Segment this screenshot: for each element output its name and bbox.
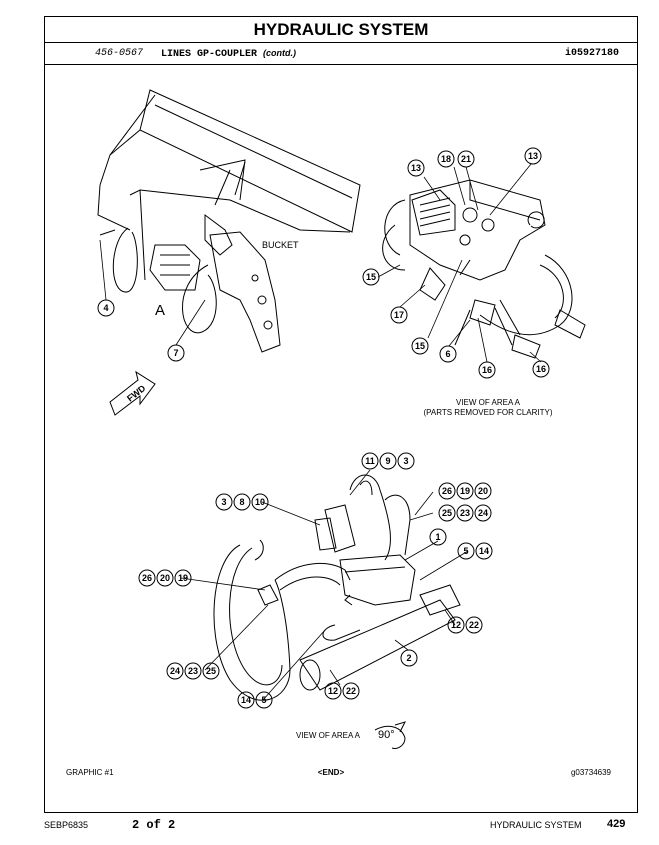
part-header: 456-0567 LINES GP-COUPLER (contd.) i0592… (45, 43, 637, 65)
callout-number: 18 (441, 154, 451, 164)
callout-number: 6 (445, 349, 450, 359)
part-name-suffix: (contd.) (263, 48, 297, 58)
part-number: 456-0567 (95, 48, 144, 59)
callout-number: 22 (469, 620, 479, 630)
callout-number: 16 (482, 365, 492, 375)
callout-number: 11 (365, 456, 375, 466)
part-name-text: LINES GP-COUPLER (161, 49, 258, 60)
callout-number: 24 (478, 508, 488, 518)
callout-number: 26 (142, 573, 152, 583)
bucket-drawing (97, 89, 361, 353)
callout-number: 15 (366, 272, 376, 282)
callout-number: 20 (478, 486, 488, 496)
end-marker: <END> (318, 768, 345, 777)
fwd-arrow (109, 370, 156, 416)
callout-number: 20 (160, 573, 170, 583)
callout-number: 21 (461, 154, 471, 164)
part-name: LINES GP-COUPLER (contd.) (161, 48, 296, 60)
callout-numbers: 4 7 13 18 21 13 15 17 15 6 16 16 11 9 3 … (103, 151, 546, 705)
callout-number: 9 (385, 456, 390, 466)
callout-number: 17 (394, 310, 404, 320)
callout-number: 19 (178, 573, 188, 583)
page-of: 2 of 2 (132, 818, 176, 832)
callout-number: 15 (415, 341, 425, 351)
callout-number: 14 (479, 546, 489, 556)
callout-number: 23 (460, 508, 470, 518)
area-label: A (155, 302, 165, 319)
callout-number: 25 (442, 508, 452, 518)
view-caption-top: VIEW OF AREA A (456, 398, 521, 407)
graphic-id: g03734639 (571, 768, 612, 777)
callout-number: 12 (328, 686, 338, 696)
page-number: 429 (607, 818, 626, 830)
callout-number: 16 (536, 364, 546, 374)
callout-number: 3 (403, 456, 408, 466)
callout-leaders (99, 163, 542, 701)
page-title: HYDRAULIC SYSTEM (45, 17, 637, 43)
callout-number: 5 (463, 546, 468, 556)
callout-number: 5 (261, 695, 266, 705)
callout-number: 13 (411, 163, 421, 173)
section-name: HYDRAULIC SYSTEM (490, 820, 582, 830)
callout-number: 7 (173, 348, 178, 358)
doc-id: SEBP6835 (44, 820, 89, 830)
illustration-id: i05927180 (564, 48, 619, 59)
callout-number: 24 (170, 666, 180, 676)
callout-number: 12 (451, 620, 461, 630)
callout-number: 4 (103, 303, 108, 313)
callout-number: 10 (255, 497, 265, 507)
bucket-label: BUCKET (262, 240, 299, 250)
rotation-label: 90° (378, 729, 395, 741)
view-caption-top-note: (PARTS REMOVED FOR CLARITY) (423, 408, 552, 417)
callout-number: 8 (239, 497, 244, 507)
fwd-label: FWD (125, 383, 148, 404)
callout-number: 23 (188, 666, 198, 676)
page-frame: HYDRAULIC SYSTEM 456-0567 LINES GP-COUPL… (44, 16, 638, 813)
callout-number: 1 (435, 532, 440, 542)
callout-number: 3 (221, 497, 226, 507)
callout-number: 19 (460, 486, 470, 496)
graphic-number: GRAPHIC #1 (66, 768, 114, 777)
callout-number: 2 (406, 653, 411, 663)
callout-number: 22 (346, 686, 356, 696)
callout-number: 26 (442, 486, 452, 496)
callout-circles (97, 147, 550, 709)
valve-detail-drawing (382, 179, 586, 359)
callout-number: 13 (528, 151, 538, 161)
view-caption-bottom: VIEW OF AREA A (296, 731, 361, 740)
callout-number: 14 (241, 695, 251, 705)
area-a-view-drawing (213, 474, 461, 749)
callout-number: 25 (206, 666, 216, 676)
